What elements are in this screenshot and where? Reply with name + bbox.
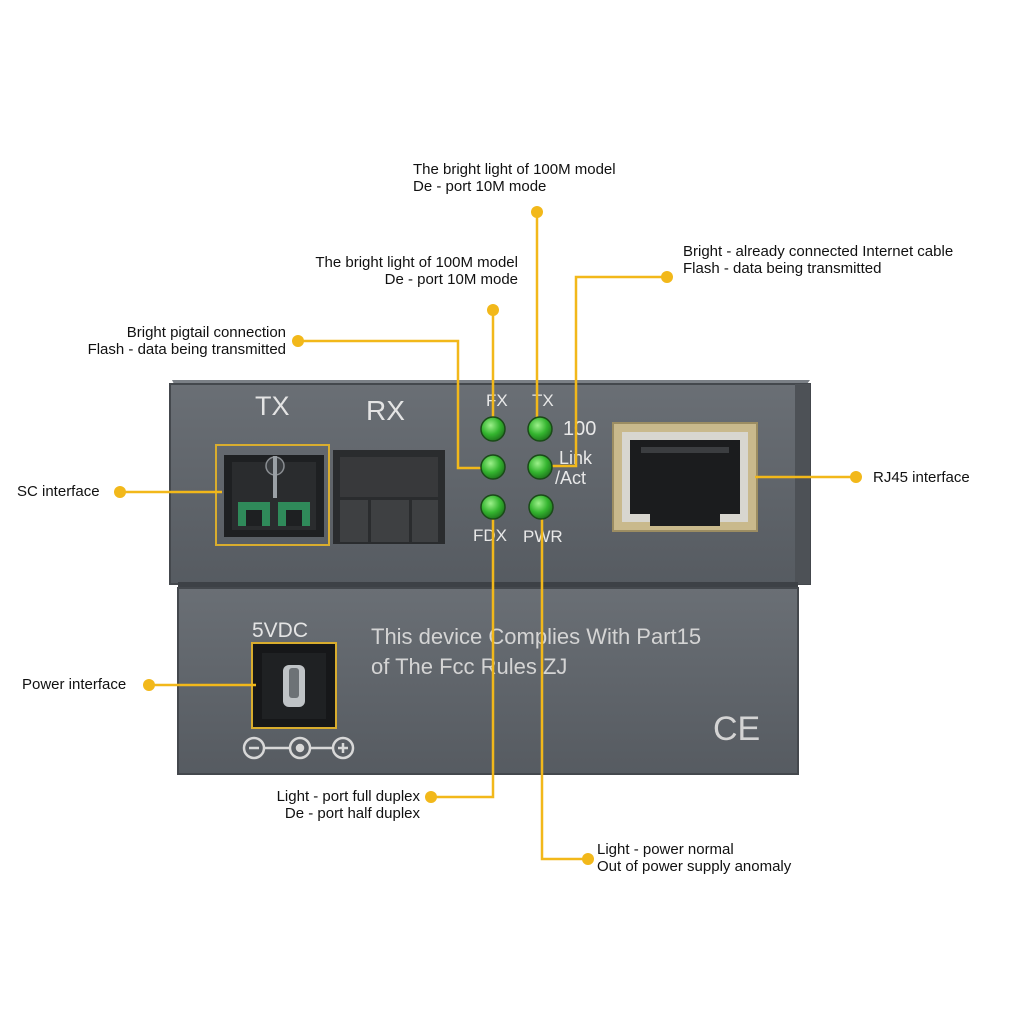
fiber-link-callout: Bright pigtail connection Flash - data b… (40, 324, 286, 358)
fx-led (480, 416, 506, 442)
power-label: 5VDC (252, 619, 308, 642)
tx-led-label: TX (532, 391, 554, 410)
power-interface-callout-label: Power interface (22, 676, 127, 693)
callout-lines (120, 212, 856, 861)
link-act-led (527, 454, 553, 480)
tx-led-callout: The bright light of 100M model De - port… (413, 161, 616, 195)
tx-led-callout-line2: De - port 10M mode (413, 178, 547, 195)
fdx-led-callout-line (431, 508, 495, 799)
pwr-led (528, 494, 554, 520)
sc-interface-callout-dot (114, 486, 126, 498)
fdx-led-callout-dot (425, 791, 437, 803)
speed-led-label: 100 (563, 418, 596, 440)
link-led-callout-line1: Bright - already connected Internet cabl… (683, 243, 954, 260)
pwr-led-callout-dot (582, 853, 594, 865)
rj45-interface-callout: RJ45 interface (873, 469, 970, 486)
link-led-callout: Bright - already connected Internet cabl… (683, 243, 953, 277)
ce-mark: CE (713, 710, 760, 748)
fdx-led-callout-line2: De - port half duplex (284, 805, 420, 822)
tx-led-callout-dot (531, 206, 543, 218)
sc-interface-callout-label: SC interface (17, 483, 100, 500)
sc-rx-port (333, 450, 445, 544)
fx-led-callout: The bright light of 100M model De - port… (272, 254, 518, 288)
power-interface-callout: Power interface (22, 676, 126, 693)
fdx-led (480, 494, 506, 520)
compliance-text-line1: This device Complies With Part15 (371, 624, 701, 649)
rx-port-label: RX (366, 395, 405, 426)
pwr-led-callout-line (540, 508, 588, 861)
rj45-interface-callout-label: RJ45 interface (873, 469, 970, 486)
fdx-led-callout: Light - port full duplex De - port half … (200, 788, 420, 822)
fdx-led-callout-line1: Light - port full duplex (276, 788, 420, 805)
link-led-callout-dot (661, 271, 673, 283)
sc-interface-callout: SC interface (17, 483, 100, 500)
power-jack (251, 642, 337, 729)
callout-dots (114, 206, 862, 865)
tx-port-label: TX (255, 391, 290, 421)
power-interface-callout-dot (143, 679, 155, 691)
sc-tx-port (215, 444, 330, 546)
fiber-link-callout-line (298, 339, 491, 470)
pwr-led-callout-line2: Out of power supply anomaly (597, 858, 792, 875)
tx-led (527, 416, 553, 442)
compliance-text-line2: of The Fcc Rules ZJ (371, 654, 567, 679)
sc-port-highlight (215, 444, 330, 546)
pwr-led-callout: Light - power normal Out of power supply… (597, 841, 791, 875)
pwr-led-callout-line1: Light - power normal (597, 841, 734, 858)
rj45-interface-callout-dot (850, 471, 862, 483)
link-led-callout-line (540, 275, 667, 468)
fx-led-callout-dot (487, 304, 499, 316)
rj45-port (612, 422, 758, 532)
link-led-label-line2: /Act (555, 468, 586, 488)
polarity-symbol (242, 736, 355, 760)
fiber-link-callout-line1: Bright pigtail connection (126, 324, 286, 341)
led-array (480, 416, 554, 520)
tx-led-callout-line1: The bright light of 100M model (413, 161, 616, 178)
fdx-led-label: FDX (473, 526, 507, 545)
fiber-link-callout-line2: Flash - data being transmitted (87, 341, 286, 358)
fx-led-label: FX (486, 391, 508, 410)
fiber-link-callout-dot (292, 335, 304, 347)
link-led-callout-line2: Flash - data being transmitted (683, 260, 882, 277)
fx-led-callout-line1: The bright light of 100M model (315, 254, 518, 271)
fiber-link-led (480, 454, 506, 480)
fx-led-callout-line2: De - port 10M mode (384, 271, 518, 288)
